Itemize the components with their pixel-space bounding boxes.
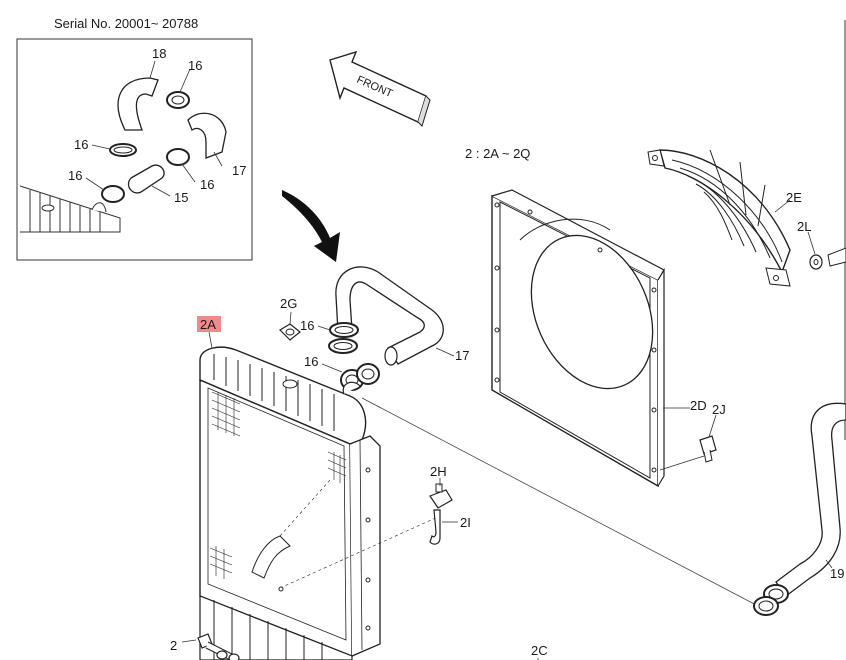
inset-label-16: 16 — [188, 58, 202, 73]
inset-frame — [16, 38, 253, 261]
inset-label-16: 16 — [200, 177, 214, 192]
lower-clamps — [753, 584, 789, 616]
upper-hose-17 — [335, 266, 444, 366]
hose-clamps-16 — [328, 322, 380, 391]
highlight-2A-box — [197, 316, 221, 332]
inset-clamp-16 — [166, 148, 190, 166]
bolt-2J — [699, 435, 717, 463]
washer-bolt-2L — [809, 247, 846, 270]
label-16: 16 — [300, 318, 314, 333]
inset-serial-text: Serial No. 20001~ 20788 — [54, 16, 198, 31]
inset-hose-15 — [127, 164, 165, 194]
inset-clamp-16 — [109, 143, 137, 157]
inset-label-17: 17 — [232, 163, 246, 178]
label-2L: 2L — [797, 219, 811, 234]
inset-hose-17 — [187, 112, 227, 159]
label-2J: 2J — [712, 402, 726, 417]
inset-label-15: 15 — [174, 190, 188, 205]
inset-clamp-16 — [101, 185, 125, 203]
inset-leaders — [85, 60, 223, 197]
label-2: 2 — [170, 638, 177, 653]
sensor-2H — [429, 483, 453, 509]
front-direction-arrow: FRONT — [329, 50, 431, 127]
label-17: 17 — [455, 348, 469, 363]
fan-guard — [647, 149, 791, 287]
inset-label-16: 16 — [68, 168, 82, 183]
inset-detail: Serial No. 20001~ 20788 — [16, 16, 253, 261]
leader-line — [361, 397, 759, 607]
inset-pointer-arrow — [282, 190, 340, 262]
inset-label-18: 18 — [152, 46, 166, 61]
label-2D: 2D — [690, 398, 707, 413]
label-2I: 2I — [460, 515, 471, 530]
label-2H: 2H — [430, 464, 447, 479]
cap-2G — [279, 323, 301, 341]
inset-clamp-16 — [113, 146, 133, 154]
inset-label-16: 16 — [74, 137, 88, 152]
bottom-bolts — [197, 633, 240, 660]
hose-2I — [429, 509, 441, 545]
inset-clamp-16 — [166, 91, 190, 109]
range-label: 2 : 2A ~ 2Q — [465, 146, 530, 161]
inset-radiator-stub — [19, 185, 121, 233]
radiator-2A — [199, 346, 441, 660]
fan-shroud — [491, 189, 665, 488]
inset-clamp-16 — [171, 95, 185, 105]
label-2E: 2E — [786, 190, 802, 205]
label-16: 16 — [304, 354, 318, 369]
label-2C: 2C — [531, 643, 548, 658]
inset-hose-18 — [117, 77, 159, 131]
label-2G: 2G — [280, 296, 297, 311]
label-2A: 2A — [200, 317, 216, 332]
label-19: 19 — [830, 566, 844, 581]
